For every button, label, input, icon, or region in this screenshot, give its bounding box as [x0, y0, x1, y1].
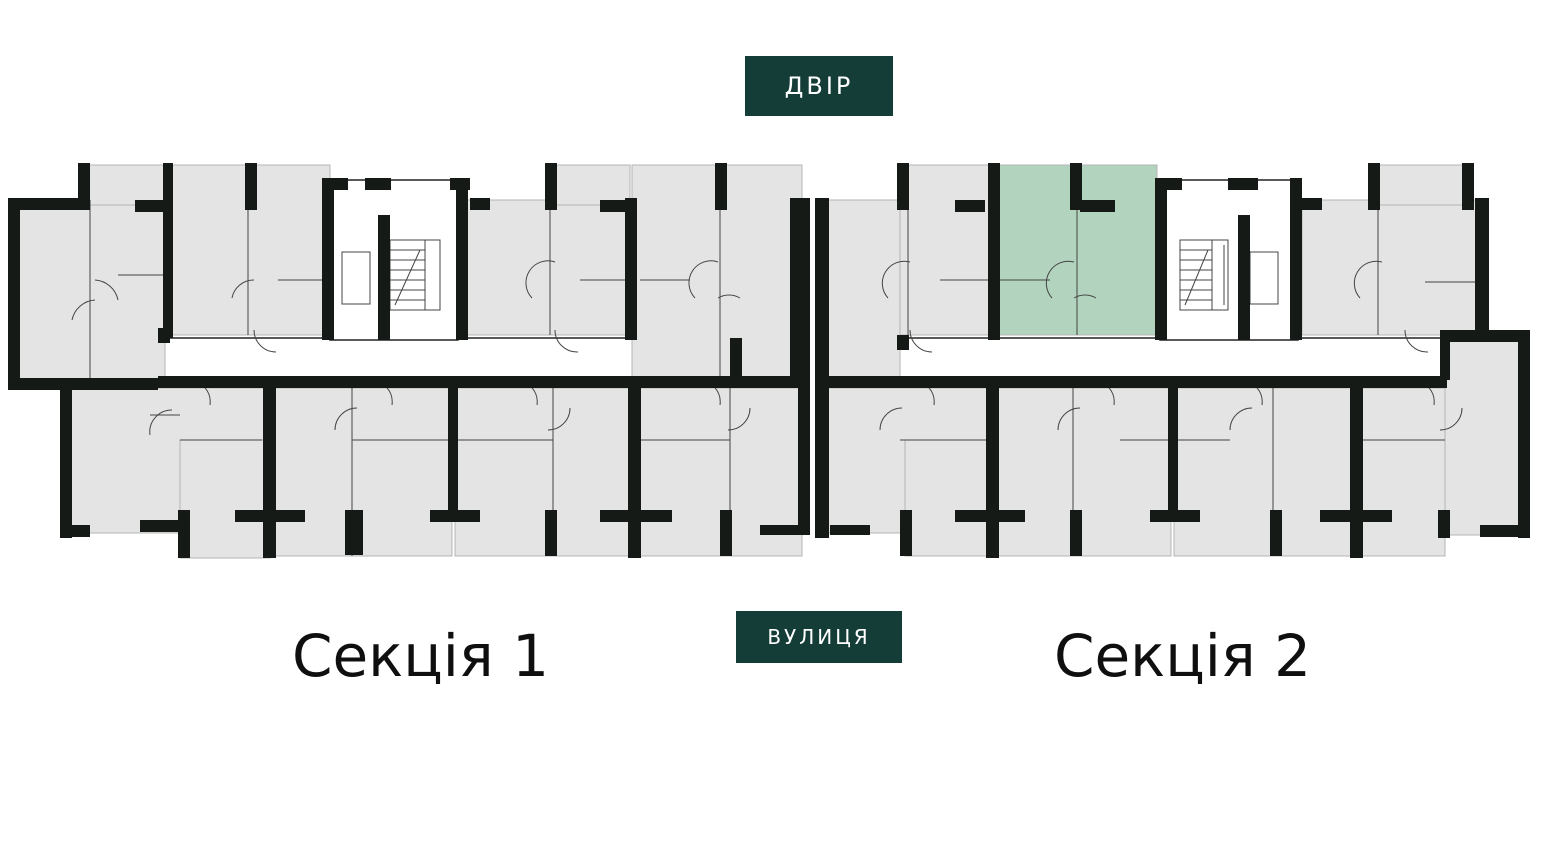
- section-2-bottom-apartment-1-wing[interactable]: [904, 439, 991, 557]
- section-2-top-apartment-5[interactable]: [1444, 334, 1526, 536]
- section-2-top-apartment-4[interactable]: [1301, 199, 1483, 336]
- section-2-top-apartment-2[interactable]: [899, 164, 993, 336]
- stair-section-1: [341, 239, 441, 311]
- section-1-top-apartment-3[interactable]: [461, 199, 628, 336]
- stair-section-2: [1179, 239, 1279, 311]
- courtyard-badge: ДВІР: [745, 56, 893, 116]
- section-2-top-apartment-4-wing[interactable]: [1371, 164, 1465, 206]
- section-1-bottom-apartment-3[interactable]: [454, 387, 634, 557]
- section-1-label: Секція 1: [292, 622, 550, 690]
- section-2-bottom-apartment-4[interactable]: [1356, 387, 1446, 557]
- section-1-bottom-apartment-1-wing[interactable]: [179, 439, 271, 559]
- section-1-top-apartment-3-wing[interactable]: [549, 164, 631, 206]
- section-2-bottom-apartment-3[interactable]: [1173, 387, 1355, 557]
- section-2-top-apartment-1[interactable]: [824, 199, 901, 381]
- street-badge: ВУЛИЦЯ: [736, 611, 902, 663]
- corridor-section-2: [896, 337, 1443, 381]
- section-1-top-apartment-1-wing[interactable]: [79, 164, 166, 206]
- walls: [8, 163, 1530, 558]
- section-2-label: Секція 2: [1054, 622, 1312, 690]
